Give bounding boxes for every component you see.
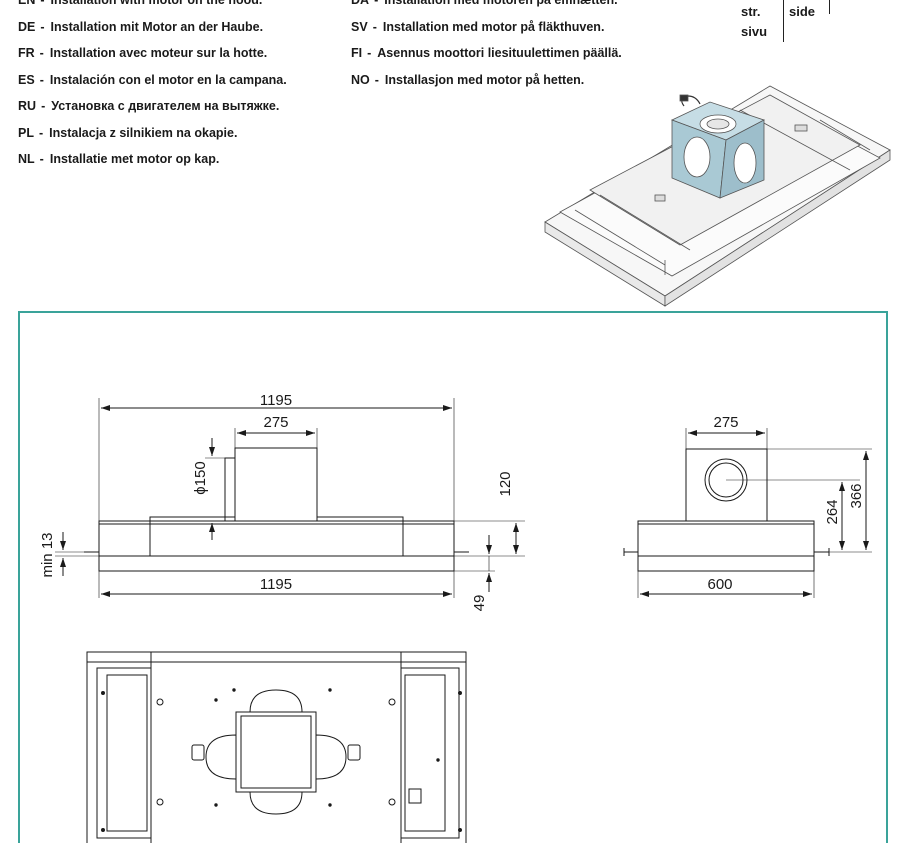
dim-min-gap: min 13 [39, 532, 56, 577]
instruction-text: Asennus moottori liesituulettimen päällä… [377, 46, 622, 60]
instruction-da: DA-Installation med motoren på emhætten. [351, 0, 618, 7]
separator: - [40, 0, 45, 7]
page-ref-str: str. [741, 4, 761, 19]
page-ref-sivu: sivu [741, 24, 768, 39]
instruction-de: DE-Installation mit Motor an der Haube. [18, 20, 263, 34]
page-ref-right: side [789, 4, 816, 19]
dim-side-motor-width: 275 [713, 414, 738, 431]
dim-duct-diameter: ϕ150 [192, 461, 209, 494]
instruction-text: Installation med motor på fläkthuven. [382, 19, 605, 34]
instruction-no: NO-Installasjon med motor på hetten. [351, 73, 584, 87]
language-code: FR [18, 46, 35, 60]
separator: - [39, 46, 44, 60]
instruction-pl: PL-Instalacja z silnikiem na okapie. [18, 126, 237, 140]
instruction-nl: NL-Installatie met motor op kap. [18, 152, 219, 166]
separator: - [39, 72, 44, 87]
dim-width-top: 1195 [260, 392, 292, 409]
dim-side-total-height: 366 [848, 483, 865, 508]
language-code: DA [351, 0, 370, 7]
instruction-text: Installatie met motor op kap. [49, 152, 220, 166]
separator: - [372, 19, 377, 34]
separator: - [40, 19, 45, 34]
language-code: SV [351, 19, 368, 34]
instruction-fi: FI-Asennus moottori liesituulettimen pää… [351, 46, 622, 60]
instruction-text: Instalación con el motor en la campana. [49, 72, 287, 87]
isometric-hood-illustration [544, 85, 891, 307]
drawing-frame [18, 311, 888, 843]
language-code: FI [351, 46, 363, 60]
language-code: EN [18, 0, 36, 7]
separator: - [41, 99, 46, 113]
dim-height-body: 49 [471, 595, 488, 612]
instruction-text: Installation med motoren på emhætten. [384, 0, 618, 7]
side-view [623, 428, 872, 598]
page-ref-divider-2 [829, 0, 830, 14]
language-code: ES [18, 72, 35, 87]
instruction-ru: RU-Установка с двигателем на вытяжке. [18, 99, 279, 113]
separator: - [39, 152, 44, 166]
separator: - [374, 0, 379, 7]
instruction-en: EN-Installation with motor on the hood. [18, 0, 262, 7]
dim-width-bottom: 1195 [260, 576, 292, 593]
dim-side-axis-height: 264 [824, 499, 841, 524]
dim-height-motor: 120 [497, 471, 514, 496]
front-view [55, 398, 525, 598]
instruction-fr: FR-Installation avec moteur sur la hotte… [18, 46, 267, 60]
language-code: PL [18, 125, 34, 140]
separator: - [38, 125, 44, 140]
language-code: RU [18, 99, 37, 113]
top-view [86, 651, 467, 843]
dim-motor-width: 275 [263, 414, 288, 431]
motor-box [670, 94, 766, 199]
instruction-text: Установка с двигателем на вытяжке. [51, 99, 280, 113]
language-code: NO [351, 72, 370, 87]
instruction-text: Installasjon med motor på hetten. [384, 72, 585, 87]
instruction-text: Installation mit Motor an der Haube. [50, 19, 264, 34]
instruction-text: Installation avec moteur sur la hotte. [49, 46, 268, 60]
instruction-text: Instalacja z silnikiem na okapie. [49, 125, 238, 140]
separator: - [374, 72, 379, 87]
separator: - [367, 46, 372, 60]
instruction-es: ES-Instalación con el motor en la campan… [18, 73, 287, 87]
dim-side-depth: 600 [707, 576, 732, 593]
instruction-text: Installation with motor on the hood. [50, 0, 263, 7]
page-ref-left: str. sivu [741, 2, 767, 42]
page-ref-divider [783, 0, 784, 42]
instruction-sv: SV-Installation med motor på fläkthuven. [351, 20, 604, 34]
language-code: DE [18, 19, 36, 34]
language-code: NL [18, 152, 35, 166]
